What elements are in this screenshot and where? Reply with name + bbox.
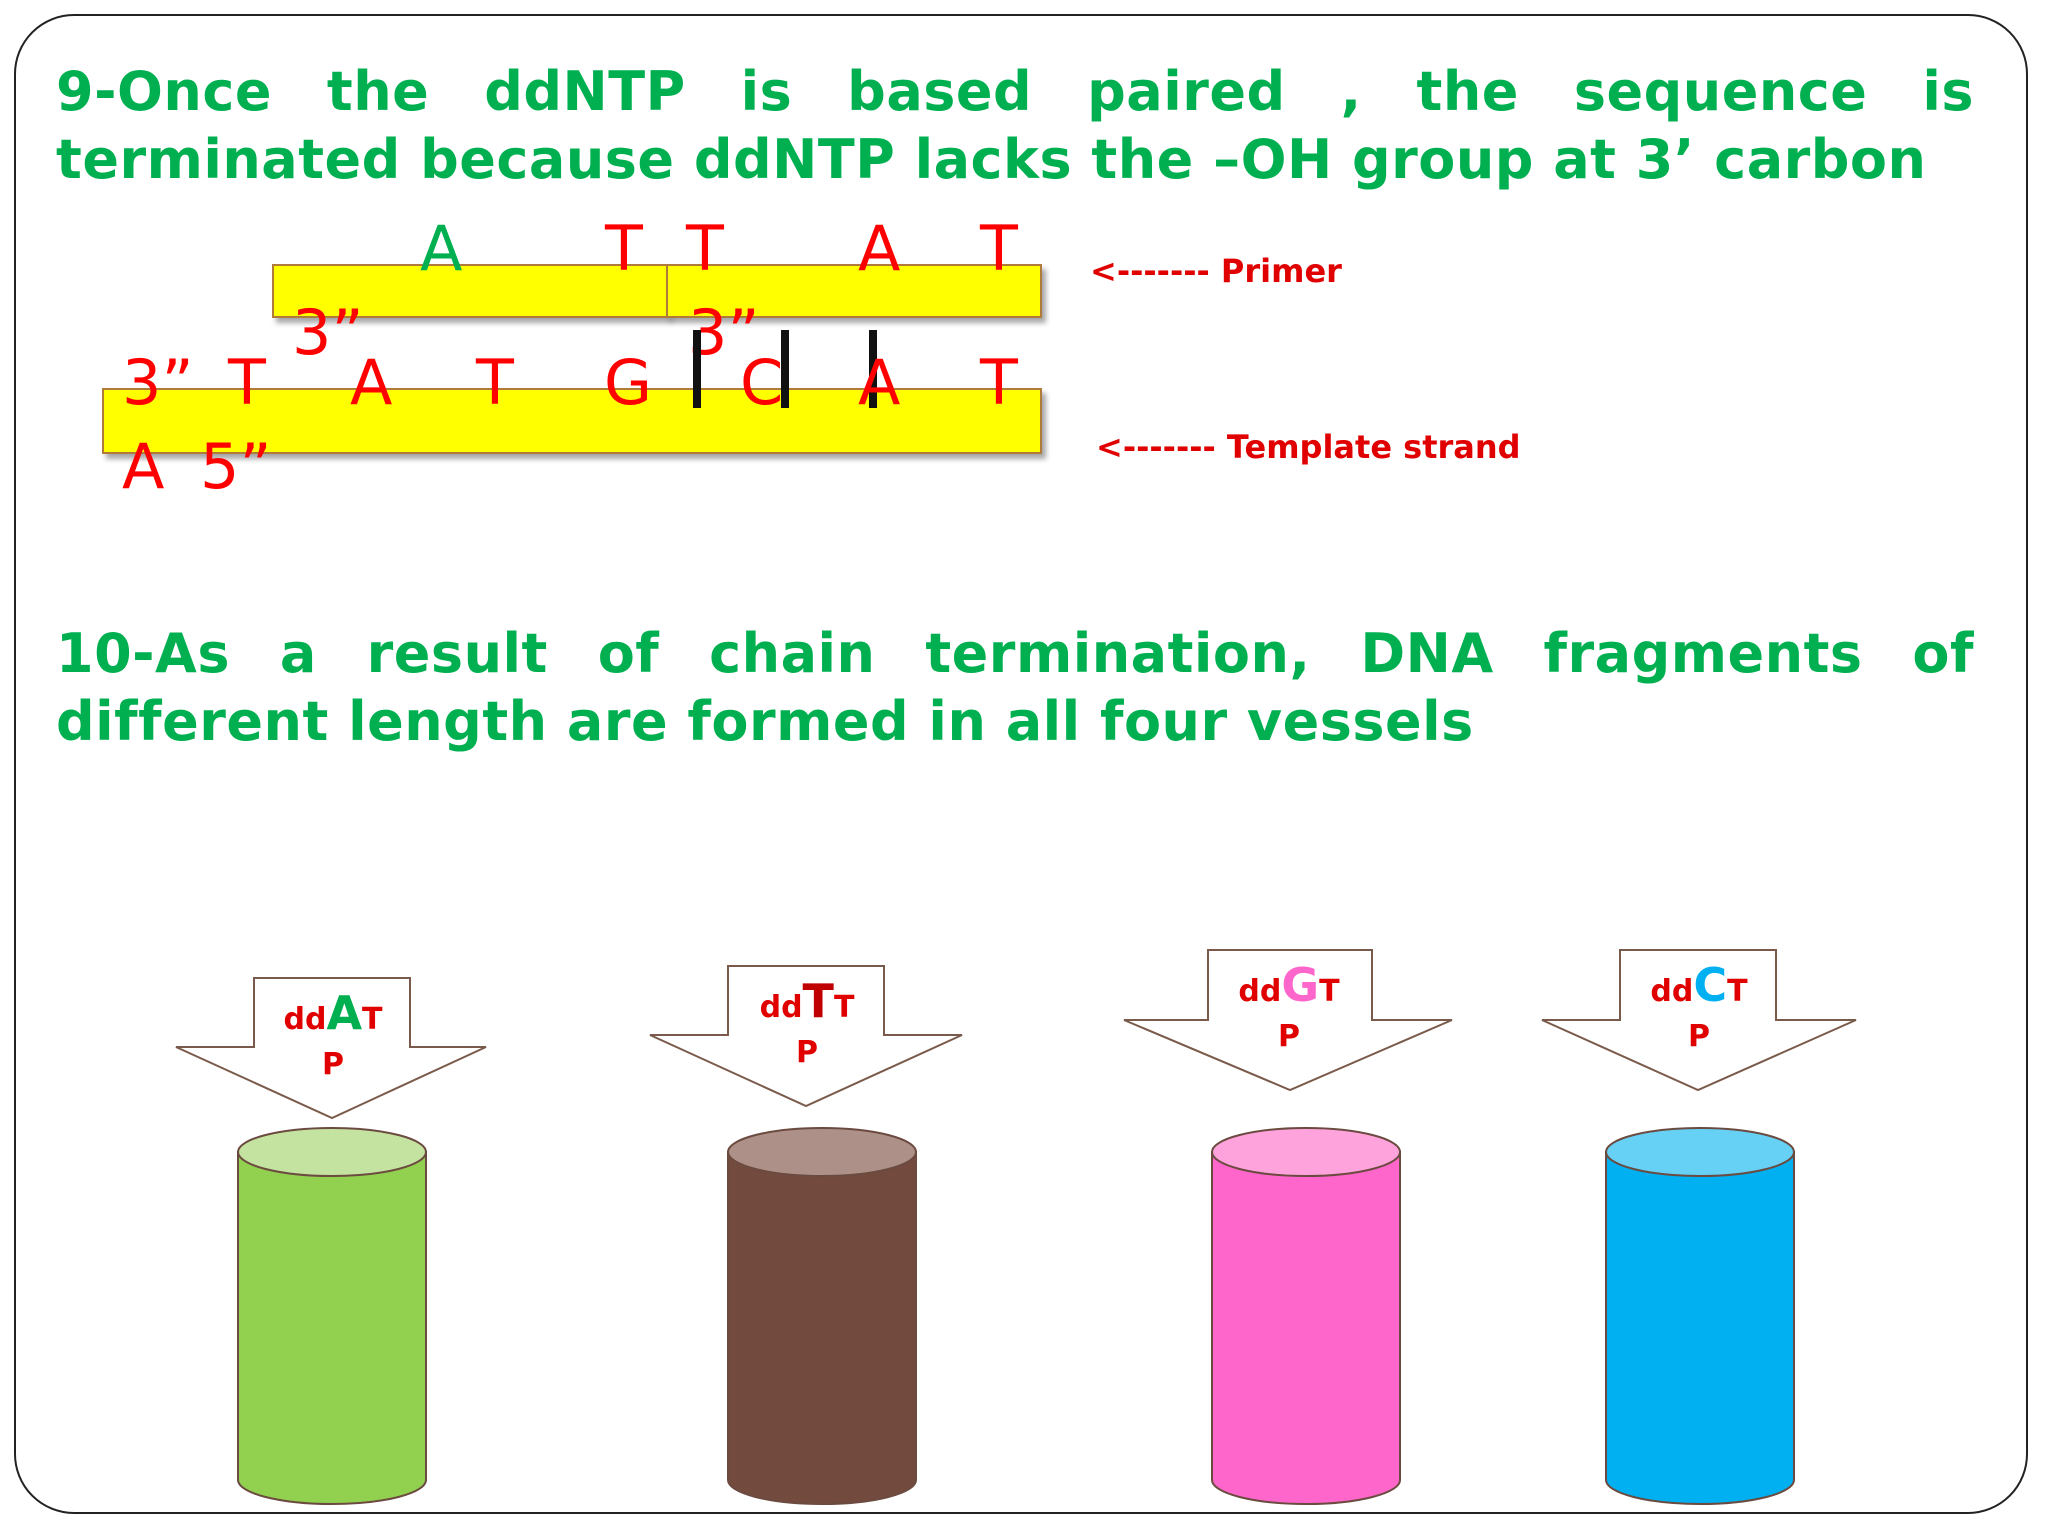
primer-strand-right — [666, 264, 1042, 318]
vessel-A — [237, 1127, 427, 1505]
vessel-C — [1605, 1127, 1795, 1505]
vessel-top — [237, 1127, 427, 1177]
base-pair-bond — [693, 330, 701, 408]
nucleotide-G: G — [1281, 958, 1320, 1012]
vessel-body — [1605, 1151, 1795, 1505]
nucleotide-A: A — [326, 986, 363, 1040]
vessel-T — [727, 1127, 917, 1505]
primer-base: T — [605, 212, 643, 285]
vessel-body — [727, 1151, 917, 1505]
nucleotide-C: C — [1693, 958, 1728, 1012]
down-arrow-4 — [1541, 949, 1857, 1092]
vessel-G — [1211, 1127, 1401, 1505]
step-9-text: 9-Once the ddNTP is based paired , the s… — [56, 60, 1974, 191]
vessel-top — [727, 1127, 917, 1177]
vessel-top — [1605, 1127, 1795, 1177]
template-base: T — [476, 346, 514, 419]
template-strand — [102, 388, 1042, 454]
base-pair-bond — [869, 330, 877, 408]
arrow-label-ddGTP: ddGT P — [1238, 958, 1340, 1054]
template-base: A — [858, 346, 901, 419]
template-3prime-label: 3” — [122, 346, 194, 419]
down-arrow-1 — [175, 977, 487, 1120]
step-10-text: 10-As a result of chain termination, DNA… — [56, 622, 1974, 753]
template-base: C — [740, 346, 784, 419]
template-base: G — [604, 346, 653, 419]
primer-3prime-label: 3” — [292, 296, 364, 369]
down-arrow-2 — [649, 965, 963, 1108]
vessel-body — [1211, 1151, 1401, 1505]
primer-base: A — [420, 212, 463, 285]
template-end-base: A — [122, 430, 165, 503]
template-5prime-label: 5” — [200, 430, 272, 503]
down-arrow-3 — [1123, 949, 1453, 1092]
arrows — [175, 949, 1857, 1120]
template-strand-label: <------- Template strand — [1096, 428, 1521, 466]
vessel-body — [237, 1151, 427, 1505]
nucleotide-T: T — [802, 974, 834, 1028]
primer-base: A — [858, 212, 901, 285]
primer-base: T — [980, 212, 1018, 285]
template-base: A — [350, 346, 393, 419]
template-base: T — [980, 346, 1018, 419]
base-pair-bond — [781, 330, 789, 408]
primer-label: <------- Primer — [1090, 252, 1342, 290]
template-base: T — [228, 346, 266, 419]
vessels — [237, 1127, 1795, 1505]
vessel-top — [1211, 1127, 1401, 1177]
arrow-label-ddATP: ddAT P — [283, 986, 383, 1082]
arrow-label-ddTTP: ddTT P — [759, 974, 855, 1070]
arrow-label-ddCTP: ddCT P — [1650, 958, 1748, 1054]
primer-base: T — [686, 212, 724, 285]
